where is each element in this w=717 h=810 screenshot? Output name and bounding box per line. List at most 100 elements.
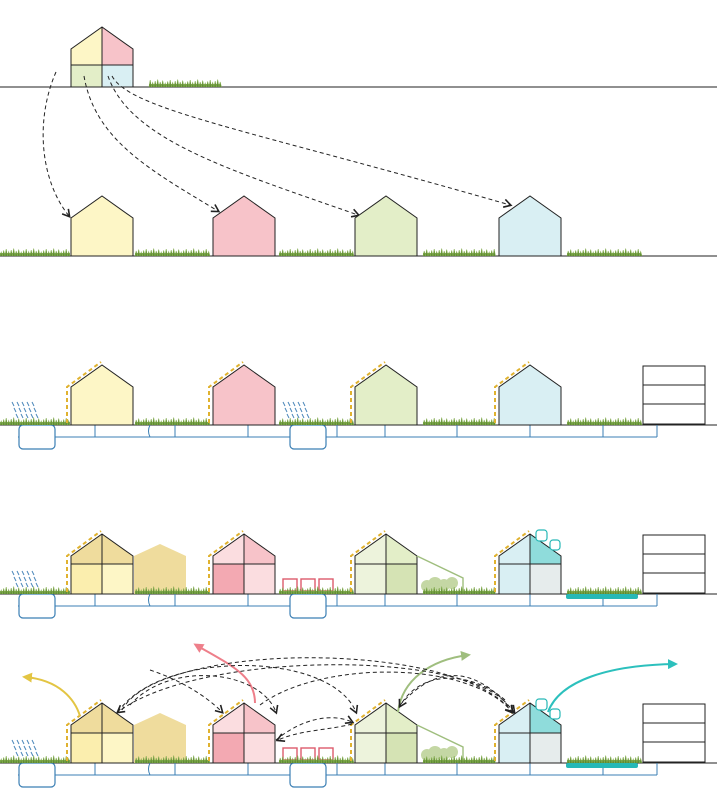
rain-drop (30, 751, 34, 757)
pipe-bend (148, 762, 151, 776)
rain-drop (35, 582, 39, 588)
house-icon (70, 195, 134, 257)
quadrant-bottom-right (244, 733, 275, 763)
house-icon (212, 195, 276, 257)
quadrant-bottom-right (102, 564, 133, 594)
grass-base (0, 760, 70, 763)
rain-drop (15, 582, 19, 588)
quadrant-bottom-left (355, 564, 386, 594)
outward-arrow (397, 650, 471, 713)
grass-icon (278, 755, 355, 764)
rain-drop (26, 401, 30, 407)
dashed-arrow (83, 75, 221, 213)
rain-drop (287, 401, 291, 407)
grass-icon (278, 417, 355, 426)
solar-panel-dashed (66, 361, 102, 423)
grass-blades (566, 248, 643, 257)
extension-house-icon (134, 544, 186, 594)
rain-drop (21, 739, 25, 745)
dashed-exchange-arrow (149, 669, 224, 714)
grass-icon (422, 755, 496, 764)
quadrant-bottom-right (386, 733, 417, 763)
quadrant-bottom-left (71, 65, 102, 87)
pipe-bend (148, 593, 151, 607)
water-tank-icon (18, 762, 56, 788)
bush-icon (446, 577, 458, 589)
dashed-exchange-arrow (117, 665, 359, 715)
rain-icon (11, 570, 39, 588)
rain-drop (286, 413, 290, 419)
outward-arrow (547, 659, 678, 713)
house-body (70, 195, 134, 257)
battery-box (642, 365, 706, 425)
rain-drop (33, 407, 37, 413)
rain-drop (28, 745, 32, 751)
house-icon (354, 195, 418, 257)
grass-blades (134, 417, 211, 426)
grass-icon (134, 586, 211, 595)
grass-blades (278, 755, 355, 764)
rain-drop (31, 401, 35, 407)
rain-drop (20, 582, 24, 588)
house-icon (354, 533, 418, 595)
quadrant-bottom-left (213, 733, 244, 763)
rain-drop (31, 570, 35, 576)
rain-drop (33, 745, 37, 751)
solar-panel-dashed (66, 699, 102, 761)
dashed-arrow (111, 75, 513, 208)
water-pipe-network (18, 762, 658, 788)
dashed-exchange-arrow (398, 677, 506, 709)
rain-drop (25, 751, 29, 757)
rain-drop (284, 407, 288, 413)
extension-house-icon (134, 713, 186, 763)
rain-drop (304, 407, 308, 413)
rain-barrel-icon (549, 539, 561, 551)
grass-blades (134, 586, 211, 595)
house-outline (212, 702, 276, 764)
outward-arrow (22, 672, 81, 717)
outward-arrow (193, 643, 256, 704)
house-body (498, 364, 562, 426)
grass-base (0, 253, 70, 256)
rain-drop (294, 407, 298, 413)
water-storage-icon (566, 594, 638, 599)
battery-icon (642, 703, 706, 763)
grass-icon (566, 755, 643, 764)
rain-drop (21, 570, 25, 576)
rain-drop (18, 407, 22, 413)
rain-drop (15, 751, 19, 757)
rain-drop (13, 407, 17, 413)
house-body (354, 364, 418, 426)
rain-drop (28, 576, 32, 582)
quadrant-bottom-left (355, 733, 386, 763)
solar-panel-dashed (208, 530, 244, 592)
grass-blades (0, 755, 71, 764)
quadrant-bottom-right (530, 564, 561, 594)
greenhouse-icon (416, 555, 464, 594)
house-body (212, 195, 276, 257)
house-icon (70, 26, 134, 88)
grass-blades (278, 248, 355, 257)
grass-blades (566, 417, 643, 426)
rain-icon (11, 739, 39, 757)
hedge-box (318, 747, 334, 761)
rain-drop (289, 407, 293, 413)
grass-icon (148, 79, 222, 88)
rain-drop (26, 739, 30, 745)
rain-drop (26, 570, 30, 576)
water-tank-icon (289, 762, 327, 788)
rain-drop (25, 582, 29, 588)
solar-panel-dashed (350, 361, 386, 423)
quadrant-bottom-right (530, 733, 561, 763)
rain-drop (20, 413, 24, 419)
grass-blades (0, 586, 71, 595)
grass-blades (278, 417, 355, 426)
rain-drop (31, 739, 35, 745)
house-outline (498, 533, 562, 595)
house-outline (70, 702, 134, 764)
quadrant-bottom-right (386, 564, 417, 594)
house-icon (70, 533, 134, 595)
grass-blades (134, 248, 211, 257)
dashed-arrow (42, 71, 71, 219)
